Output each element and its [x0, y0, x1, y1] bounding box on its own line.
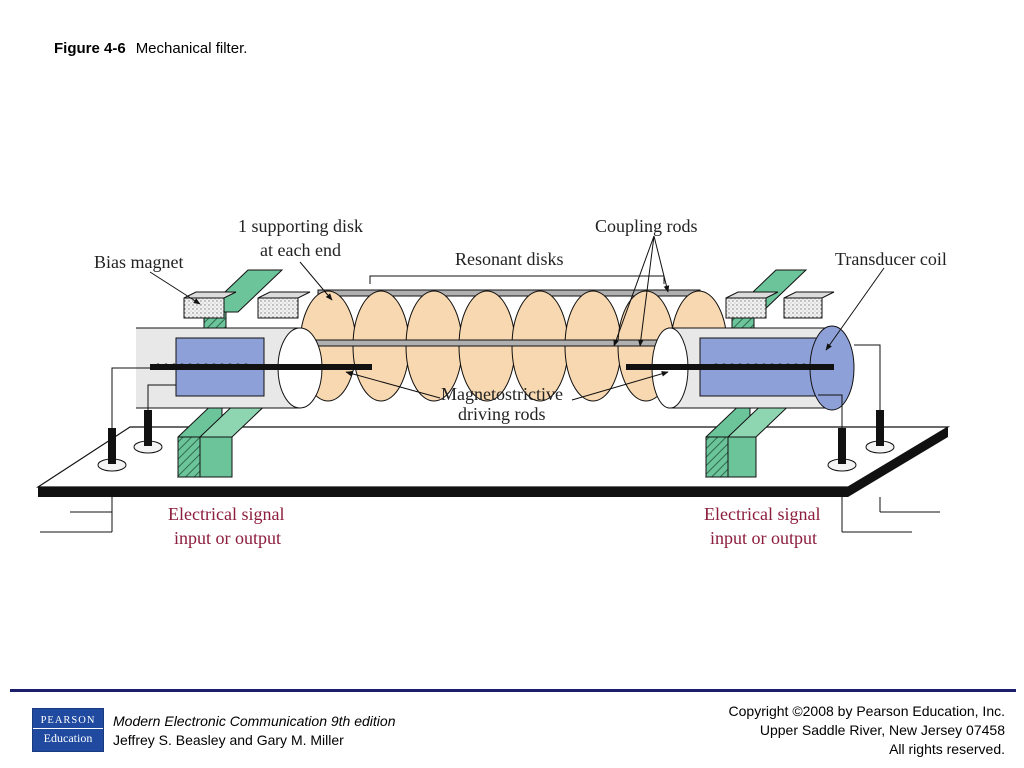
middle-coupling-rod [299, 339, 711, 347]
logo-bottom-text: Education [43, 730, 93, 745]
left-transducer [136, 327, 372, 409]
copyright-line-2: Upper Saddle River, New Jersey 07458 [759, 722, 1005, 738]
label-magnetostrictive-line1: Magnetostrictive [441, 384, 563, 404]
label-bias-magnet: Bias magnet [94, 252, 183, 272]
label-signal-left-line2: input or output [174, 528, 281, 548]
label-magnetostrictive-line2: driving rods [458, 404, 546, 424]
right-transducer [626, 325, 855, 411]
figure-number: Figure 4-6 [54, 40, 126, 57]
label-supporting-disk-line2: at each end [260, 240, 341, 260]
label-resonant-disks: Resonant disks [455, 249, 564, 269]
label-transducer-coil: Transducer coil [835, 249, 947, 269]
copyright-line-3: All rights reserved. [889, 741, 1005, 757]
mechanical-filter-diagram: 1 supporting disk at each end Coupling r… [35, 216, 951, 548]
label-coupling-rods: Coupling rods [595, 216, 698, 236]
copyright-notice: Copyright ©2008 by Pearson Education, In… [729, 702, 1005, 759]
leader-lines [149, 235, 885, 401]
label-signal-right-line2: input or output [710, 528, 817, 548]
book-title: Modern Electronic Communication 9th edit… [113, 713, 396, 729]
label-supporting-disk-line1: 1 supporting disk [238, 216, 363, 236]
bias-magnets [183, 291, 835, 319]
label-signal-left-line1: Electrical signal [168, 504, 284, 524]
copyright-line-1: Copyright ©2008 by Pearson Education, In… [728, 703, 1005, 719]
figure-caption: Figure 4-6 Mechanical filter. [54, 40, 247, 57]
book-info: Modern Electronic Communication 9th edit… [113, 712, 395, 750]
footer-divider [10, 689, 1016, 692]
logo-top-text: PEARSON [33, 715, 103, 729]
base-plate [35, 426, 951, 497]
figure-title: Mechanical filter. [135, 40, 248, 57]
wiring [40, 344, 940, 533]
label-signal-right-line1: Electrical signal [704, 504, 820, 524]
pearson-logo: PEARSON Education [32, 708, 104, 752]
terminals [97, 410, 895, 472]
book-authors: Jeffrey S. Beasley and Gary M. Miller [113, 732, 344, 748]
